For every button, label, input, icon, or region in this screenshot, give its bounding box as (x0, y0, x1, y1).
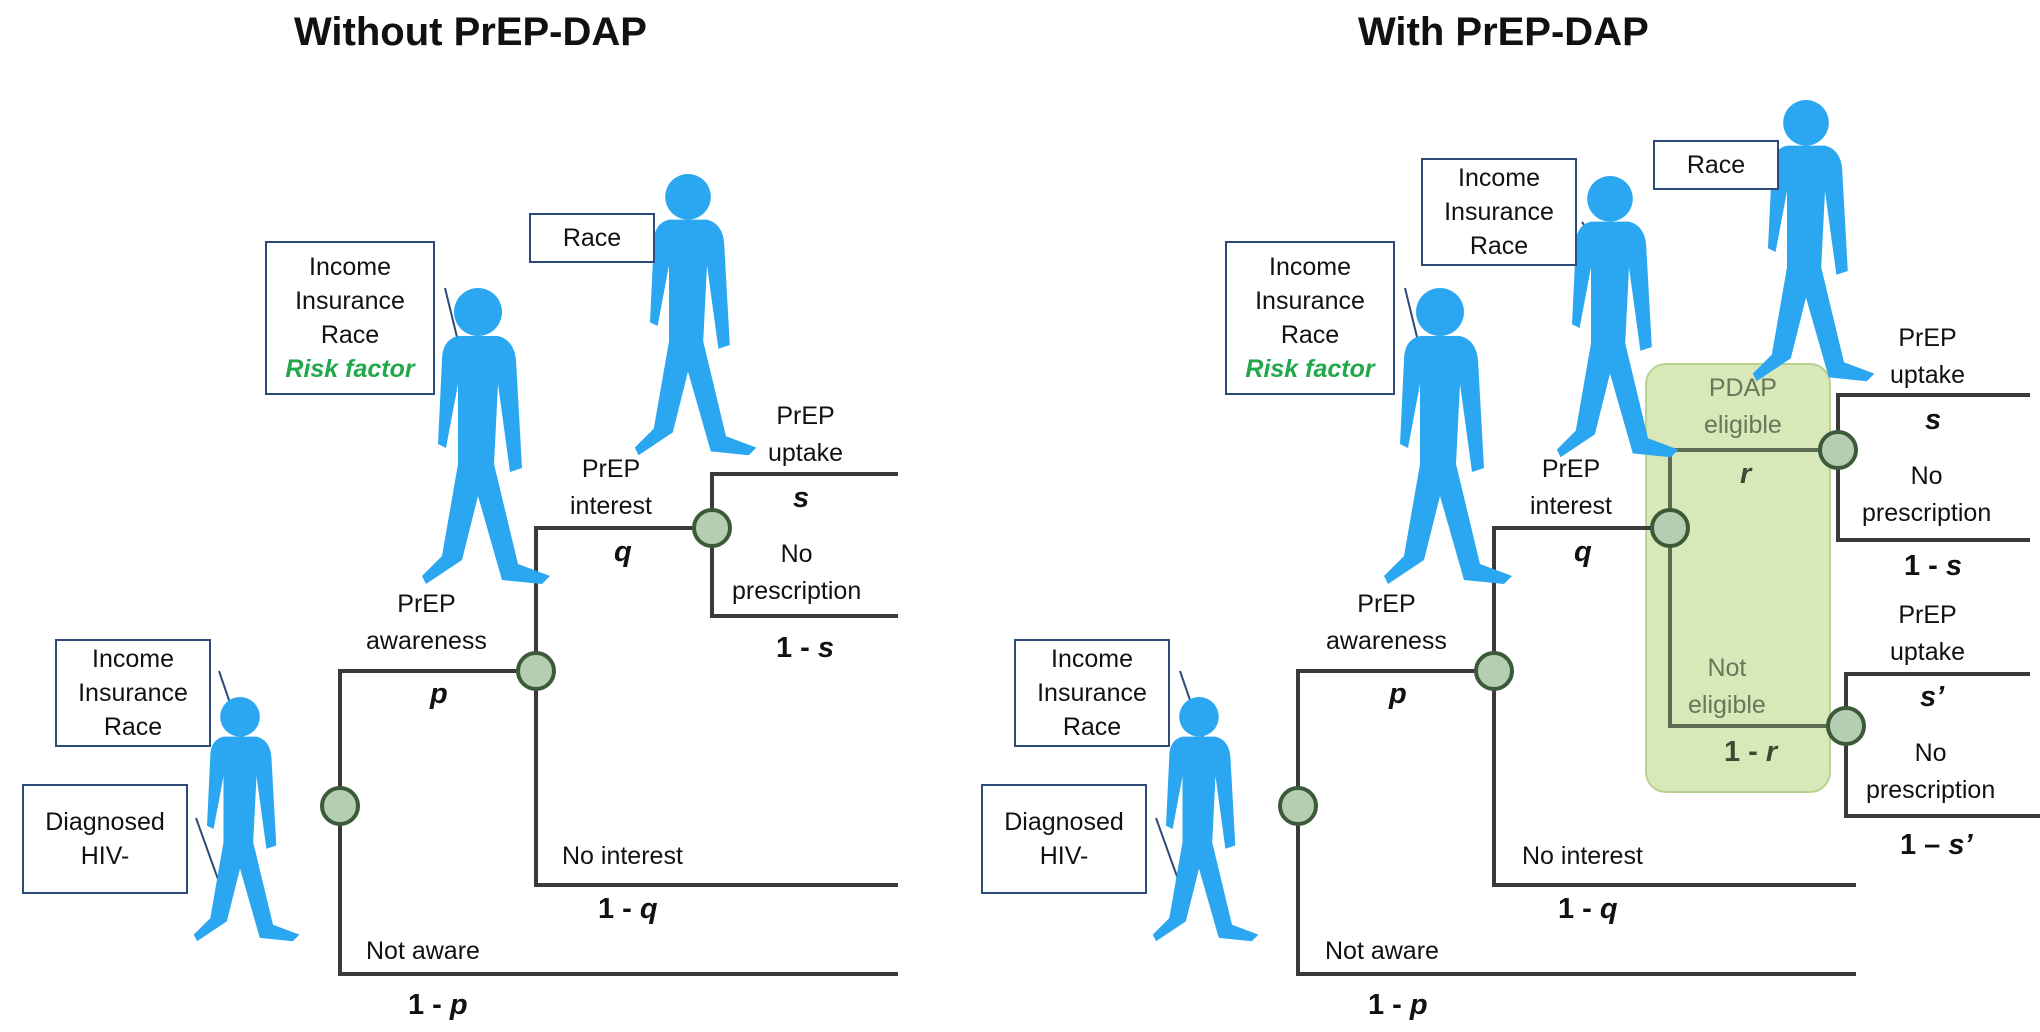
prob-1-minus-r: 1 - r (1724, 736, 1778, 768)
risk-factor-label: Risk factor (285, 355, 415, 383)
uptake-label: PrEP uptake (768, 402, 844, 467)
chance-node (1650, 508, 1690, 548)
demographics-box: Income Insurance Race (55, 639, 211, 747)
interest-label: PrEP interest (570, 455, 652, 520)
diagnosed-box: Diagnosed HIV- (22, 784, 188, 894)
race-box: Race (529, 213, 655, 263)
title-left: Without PrEP-DAP (294, 10, 647, 54)
interest-label: PrEP interest (1530, 455, 1612, 520)
no-prescription-label: No prescription (1862, 462, 1992, 527)
demographics-risk-box: Income Insurance Race Risk factor (265, 241, 435, 395)
awareness-label: PrEP awareness (1326, 590, 1447, 655)
no-prescription-label-2: No prescription (1866, 739, 1996, 804)
chance-node (516, 651, 556, 691)
prob-1-minus-p: 1 - p (408, 989, 468, 1021)
not-aware-label: Not aware (1325, 937, 1439, 965)
awareness-label: PrEP awareness (366, 590, 487, 655)
race-box: Race (1653, 140, 1779, 190)
not-eligible-label: Not eligible (1688, 654, 1766, 719)
prob-p: p (430, 678, 448, 710)
not-aware-label: Not aware (366, 937, 480, 965)
uptake-label-2: PrEP uptake (1890, 601, 1966, 666)
prob-s-prime: s’ (1920, 681, 1945, 713)
prob-1-minus-q: 1 - q (1558, 893, 1618, 925)
chance-node (692, 508, 732, 548)
prob-s: s (793, 482, 810, 514)
demographics-box: Income Insurance Race (1014, 639, 1170, 747)
no-interest-label: No interest (1522, 842, 1643, 870)
chance-node (1474, 651, 1514, 691)
chance-node (320, 786, 360, 826)
chance-node (1818, 430, 1858, 470)
prob-1-minus-s: 1 - s (1904, 550, 1963, 582)
uptake-label: PrEP uptake (1890, 324, 1966, 389)
demographics-risk-box: Income Insurance Race Risk factor (1225, 241, 1395, 395)
chance-node (1278, 786, 1318, 826)
prob-1-minus-p: 1 - p (1368, 989, 1428, 1021)
risk-factor-label: Risk factor (1245, 355, 1375, 383)
prob-s: s (1925, 404, 1942, 436)
no-prescription-label: No prescription (732, 540, 862, 605)
prob-1-minus-s: 1 - s (776, 632, 835, 664)
prob-q: q (614, 536, 632, 568)
prob-r: r (1740, 458, 1752, 490)
prob-q: q (1574, 536, 1592, 568)
pdap-eligible-label: PDAP eligible (1704, 374, 1782, 439)
demographics-box-2: Income Insurance Race (1421, 158, 1577, 266)
tree-lines (338, 393, 2040, 976)
prob-p: p (1389, 678, 1407, 710)
eligibility-panel (1645, 363, 1831, 793)
title-right: With PrEP-DAP (1358, 10, 1649, 54)
person-icon (422, 288, 550, 584)
prob-1-minus-s-prime: 1 – s’ (1900, 829, 1973, 861)
diagnosed-box: Diagnosed HIV- (981, 784, 1147, 894)
no-interest-label: No interest (562, 842, 683, 870)
prob-1-minus-q: 1 - q (598, 893, 658, 925)
chance-node (1826, 706, 1866, 746)
